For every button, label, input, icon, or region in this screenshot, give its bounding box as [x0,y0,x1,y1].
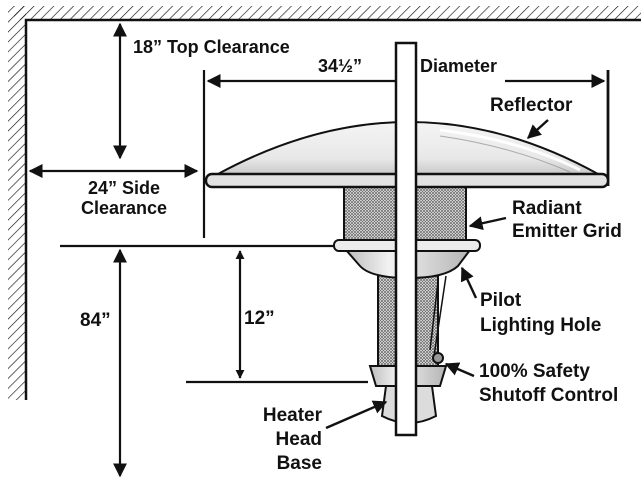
pilot-leader [460,266,478,299]
side-clearance-label-line1: 24” Side [88,178,160,198]
base-leader [325,400,388,430]
radiant-label-line2: Emitter Grid [512,221,622,242]
safety-label-line2: Shutoff Control [479,385,618,406]
radiant-leader [468,216,507,231]
labels: 18” Top Clearance 34½” Diameter Reflecto… [80,37,622,474]
center-pole [394,41,418,437]
diameter-value-label: 34½” [318,56,362,76]
pilot-label-line1: Pilot [480,290,522,311]
safety-label-line1: 100% Safety [479,361,590,382]
leader-arrows [325,119,549,430]
base-label-line3: Base [277,453,322,474]
height-12-label: 12” [244,308,275,329]
ceiling-hatch [14,6,641,20]
wall-line [24,18,641,400]
radiant-label-line1: Radiant [512,198,582,219]
patio-heater [204,41,610,437]
diameter-word-label: Diameter [420,56,497,76]
reflector-label: Reflector [490,95,573,116]
top-clearance-label: 18” Top Clearance [133,37,290,57]
wall-hatch [8,20,25,400]
base-label-line2: Head [276,429,322,450]
reflector-leader [526,119,549,139]
height-84-label: 84” [80,310,111,331]
safety-leader [444,362,475,378]
dimension-lines [28,22,610,478]
safety-shutoff-knob [432,352,444,364]
base-label-line1: Heater [263,405,323,426]
side-clearance-label-line2: Clearance [81,198,167,218]
ceiling-and-wall [8,6,641,400]
pilot-label-line2: Lighting Hole [480,315,601,336]
